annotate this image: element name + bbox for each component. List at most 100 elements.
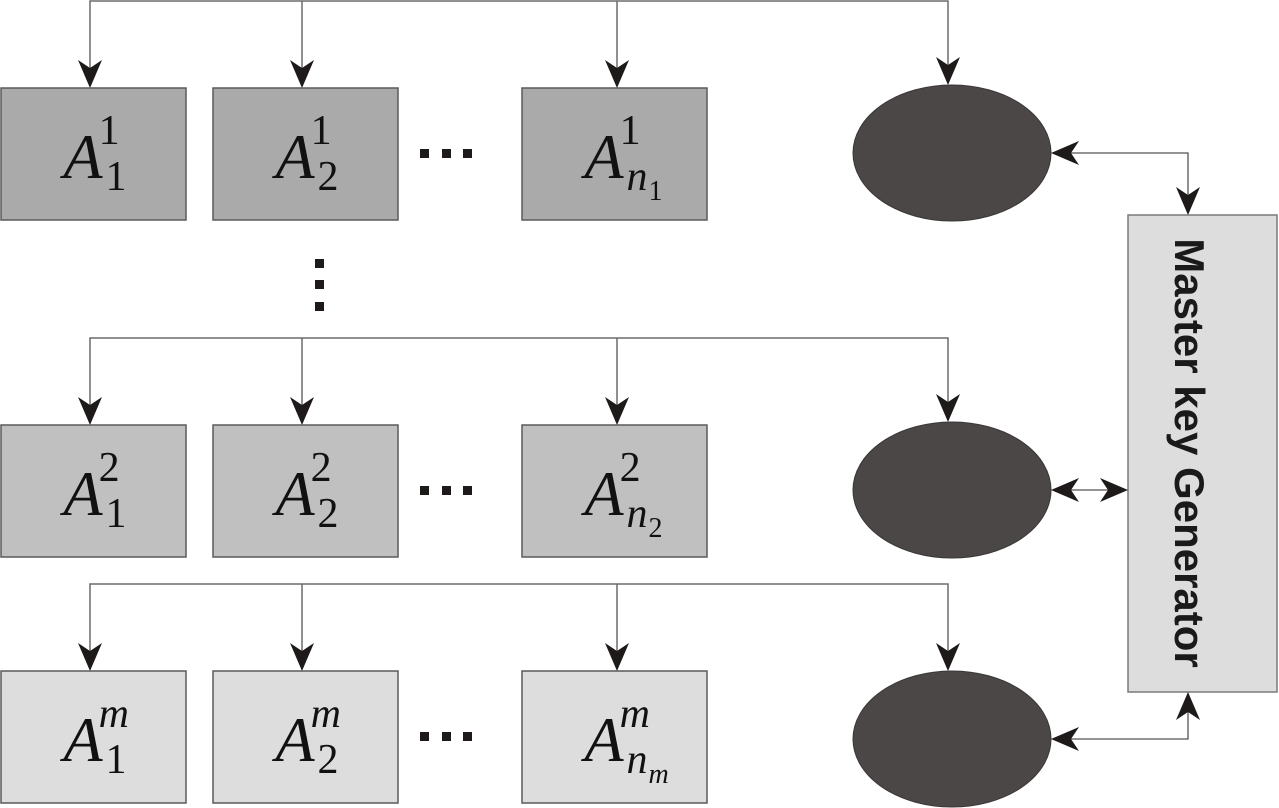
attribute-node[interactable]: A11 [0, 87, 187, 221]
arrow-down-icon [605, 643, 629, 671]
label-base: A [581, 704, 625, 775]
label-base: A [581, 121, 625, 192]
attribute-node-label: A1 [272, 108, 332, 192]
master-key-generator-box [1127, 214, 1278, 693]
label-superscript: 2 [620, 445, 641, 491]
label-base: A [272, 704, 316, 775]
distribution-bus-line [89, 0, 949, 86]
arrow-down-icon [936, 57, 960, 85]
label-subscript: n [627, 154, 648, 200]
ellipsis-dot [463, 732, 472, 741]
attribute-node-box [521, 424, 708, 558]
arrow-down-icon [290, 60, 314, 88]
attribute-node-box [212, 87, 399, 221]
attribute-node-label: A2 [60, 445, 120, 529]
label-superscript: m [620, 691, 650, 737]
label-superscript: 1 [620, 108, 641, 154]
label-subscript: 1 [106, 154, 127, 200]
attribute-node-box [0, 424, 187, 558]
arrow-left-icon [1051, 727, 1079, 751]
label-subscript: 2 [318, 154, 339, 200]
group-key-node[interactable] [852, 421, 1052, 559]
arrow-right-icon [1100, 478, 1128, 502]
label-superscript: 1 [99, 108, 120, 154]
label-subscript: 2 [318, 737, 339, 783]
label-superscript: m [311, 691, 341, 737]
vertical-dot [315, 280, 324, 289]
attribute-node-box [212, 424, 399, 558]
attribute-node-label: Am [272, 691, 341, 775]
master-link-line [1071, 152, 1189, 195]
ellipsis-dot [442, 486, 451, 495]
arrow-down-icon [78, 397, 102, 425]
attribute-node[interactable]: Am1 [0, 670, 187, 804]
label-sub-subscript: 1 [649, 176, 663, 207]
attribute-node[interactable]: Am2 [212, 670, 399, 804]
distribution-bus-line [89, 337, 949, 423]
arrow-down-icon [290, 643, 314, 671]
attribute-node-box [521, 670, 708, 804]
label-superscript: m [99, 691, 129, 737]
ellipsis-dot [463, 149, 472, 158]
ellipsis-dot [420, 486, 429, 495]
group-key-node[interactable] [852, 670, 1052, 808]
label-superscript: 2 [99, 445, 120, 491]
attribute-node-label: A2 [581, 445, 641, 529]
attribute-node-box [0, 670, 187, 804]
vertical-ellipsis [315, 259, 324, 311]
vertical-dot [315, 259, 324, 268]
arrow-down-icon [78, 60, 102, 88]
attribute-node[interactable]: A22 [212, 424, 399, 558]
arrow-up-icon [1176, 692, 1200, 720]
arrow-down-icon [605, 60, 629, 88]
label-subscript: 1 [106, 737, 127, 783]
group-key-node[interactable] [852, 84, 1052, 222]
attribute-node[interactable]: A12 [212, 87, 399, 221]
ellipsis-dot [420, 149, 429, 158]
attribute-node-label: Am [60, 691, 129, 775]
label-superscript: 2 [311, 445, 332, 491]
arrow-down-icon [936, 394, 960, 422]
vertical-dot [315, 302, 324, 311]
label-subscript: n [627, 737, 648, 783]
arrow-down-icon [290, 397, 314, 425]
label-subscript: 1 [106, 491, 127, 537]
label-base: A [272, 458, 316, 529]
arrow-left-icon [1051, 478, 1079, 502]
horizontal-ellipsis [420, 732, 472, 741]
label-base: A [60, 121, 104, 192]
attribute-node-label: A1 [60, 108, 120, 192]
label-base: A [272, 121, 316, 192]
attribute-node-label: Am [581, 691, 650, 775]
master-key-generator: Master key Generator [1127, 214, 1278, 693]
attribute-node-box [212, 670, 399, 804]
attribute-node-box [0, 87, 187, 221]
horizontal-ellipsis [420, 486, 472, 495]
master-link-line [1071, 712, 1189, 740]
arrow-down-icon [936, 643, 960, 671]
label-base: A [60, 704, 104, 775]
ellipsis-dot [442, 149, 451, 158]
master-key-generator-label: Master key Generator [1166, 238, 1213, 668]
arrow-left-icon [1051, 141, 1079, 165]
arrow-down-icon [605, 397, 629, 425]
ellipsis-dot [463, 486, 472, 495]
distribution-bus-line [89, 583, 949, 669]
attribute-node[interactable]: A21 [0, 424, 187, 558]
label-base: A [60, 458, 104, 529]
arrow-down-icon [78, 643, 102, 671]
horizontal-ellipsis [420, 149, 472, 158]
ellipsis-dot [442, 732, 451, 741]
ellipsis-dot [420, 732, 429, 741]
arrow-down-icon [1176, 187, 1200, 215]
label-subscript: n [627, 491, 648, 537]
label-base: A [581, 458, 625, 529]
attribute-node-label: A2 [272, 445, 332, 529]
